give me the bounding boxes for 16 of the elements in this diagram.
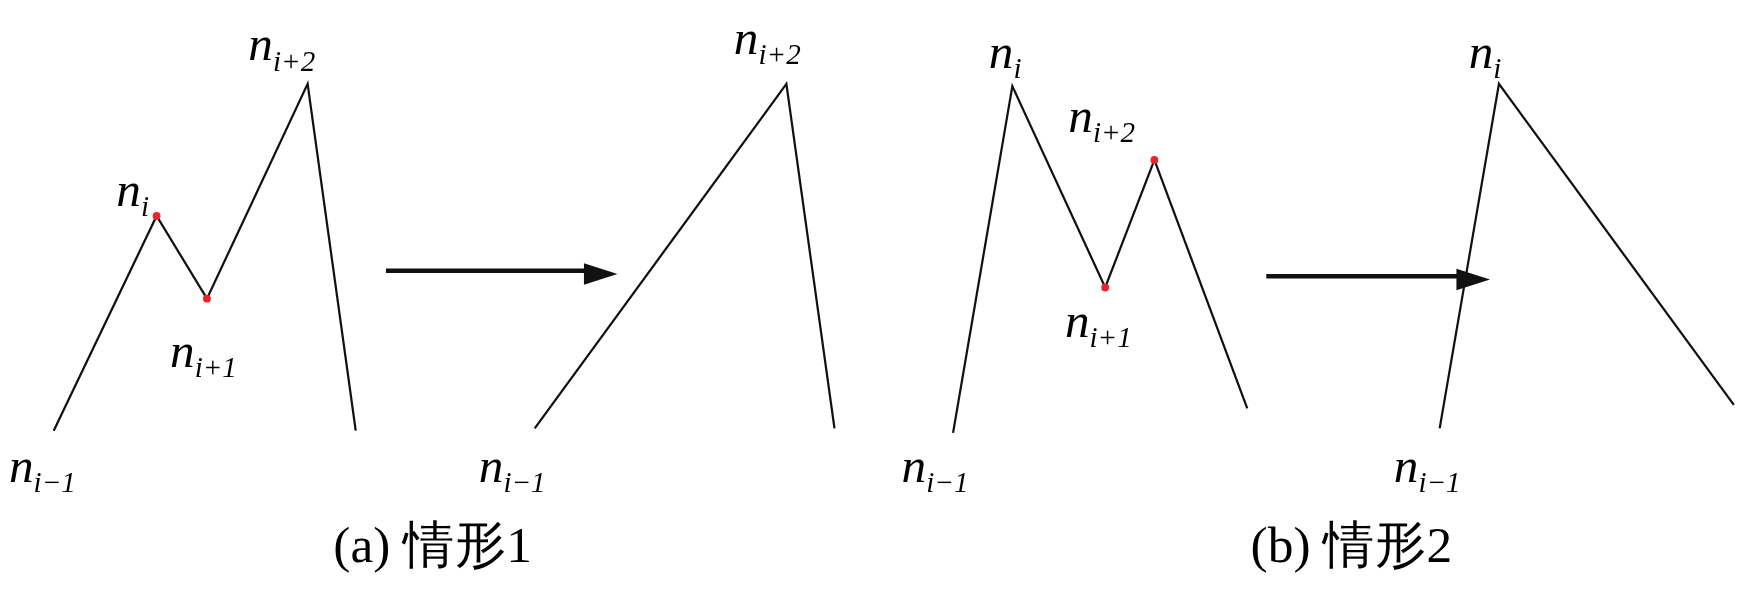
arrow bbox=[385, 263, 618, 285]
vertex-label: n$_{i}$ bbox=[988, 27, 1022, 84]
vertex-label: n$_{i+2}$ bbox=[248, 20, 316, 77]
subfigure-caption: (b) 情形2 bbox=[1250, 516, 1453, 574]
vertex-label: n$_{i}$ bbox=[1468, 27, 1502, 84]
vertex-label: n$_{i−1}$ bbox=[478, 441, 546, 498]
vertex-label: n$_{i+2}$ bbox=[1068, 91, 1136, 148]
vertex-label: n$_{i+2}$ bbox=[733, 13, 801, 70]
arrow bbox=[1266, 268, 1490, 291]
subfigure-caption: (a) 情形1 bbox=[333, 516, 532, 574]
vertex-label: n$_{i+1}$ bbox=[170, 326, 237, 383]
vertex-label: n$_{i−1}$ bbox=[8, 441, 76, 498]
vertex-label: n$_{i}$ bbox=[116, 165, 150, 222]
vertex-label: n$_{i+1}$ bbox=[1064, 296, 1132, 353]
vertex-label: n$_{i−1}$ bbox=[1393, 441, 1461, 498]
vertex-label: n$_{i−1}$ bbox=[901, 441, 969, 498]
